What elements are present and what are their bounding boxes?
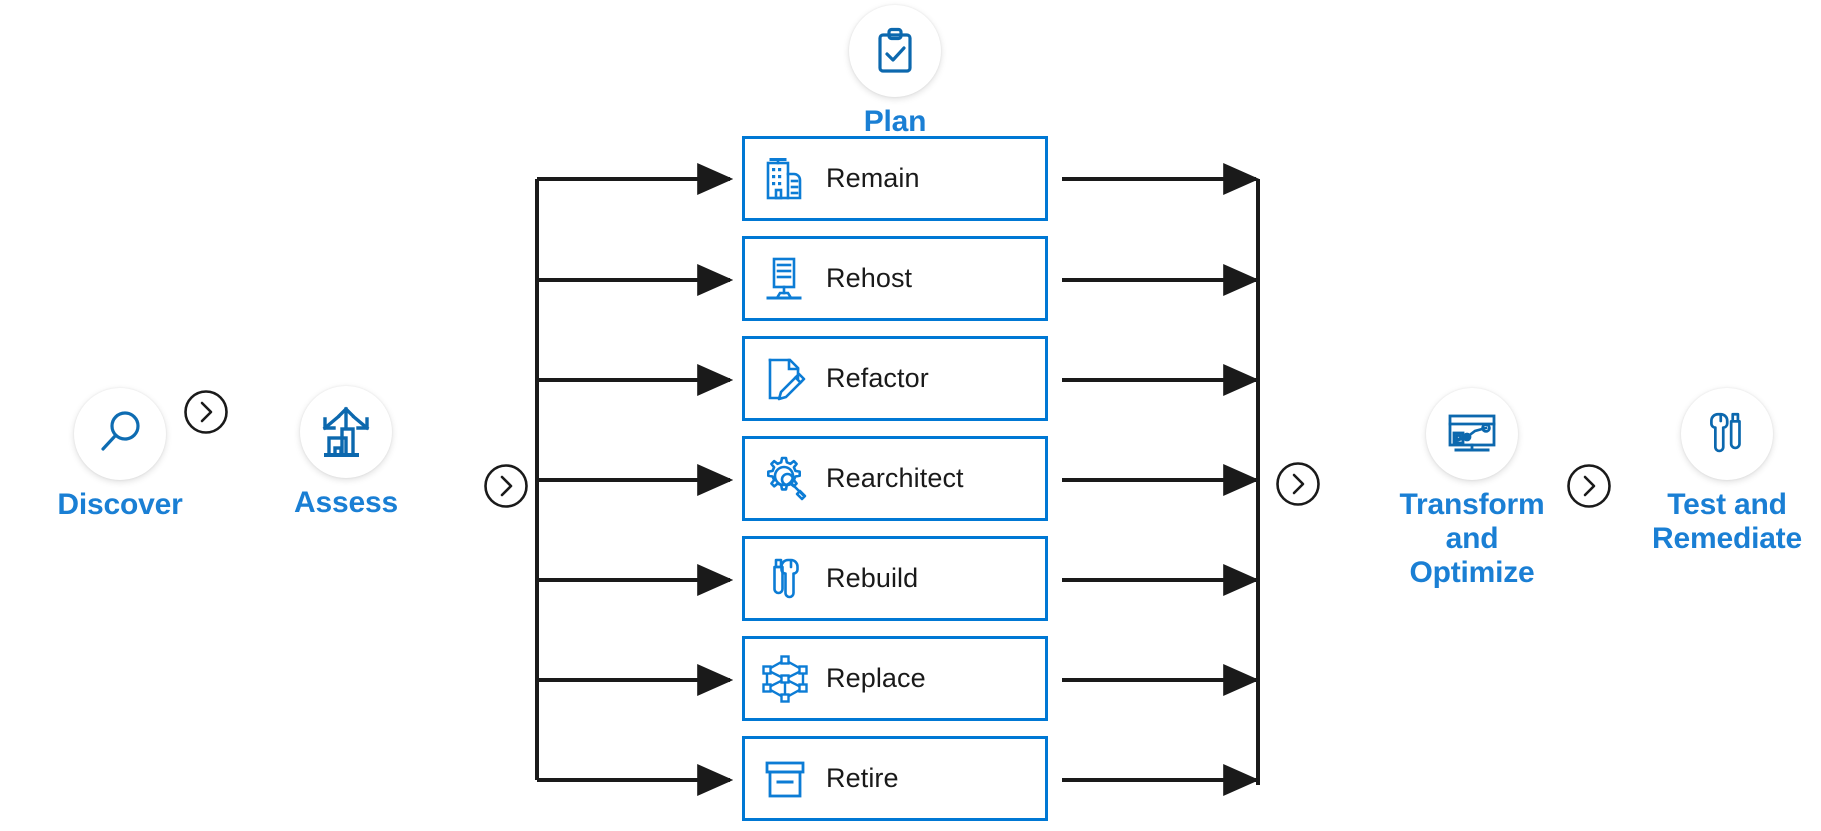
plan-option-refactor[interactable]: Refactor [742,336,1048,421]
phase-transform-label: Transform and Optimize [1399,488,1545,589]
document-pencil-icon [754,354,816,404]
phase-transform-and-optimize[interactable]: Transform and Optimize [1362,388,1582,590]
plan-option-label: Remain [826,163,920,193]
phase-plan-label: Plan [863,105,927,138]
magnifier-icon [92,406,148,462]
assess-buildings-arrows-icon [317,403,375,461]
chevron-plan-transform [1275,461,1321,507]
phase-assess-bubble [300,386,392,478]
chart-board-icon [1445,407,1499,461]
phase-test-and-remediate[interactable]: Test and Remediate [1638,388,1816,556]
phase-test-label: Test and Remediate [1652,488,1802,555]
plan-option-label: Replace [826,663,926,693]
archive-box-icon [754,754,816,804]
phase-assess-label: Assess [294,486,398,519]
screwdriver-wrench-icon [754,554,816,604]
plan-option-label: Rebuild [826,563,919,593]
phase-plan[interactable]: Plan [815,5,975,139]
phase-discover-bubble [74,388,166,480]
phase-plan-bubble [849,5,941,97]
wireframe-cube-icon [754,653,816,705]
plan-option-rebuild[interactable]: Rebuild [742,536,1048,621]
phase-discover[interactable]: Discover [40,388,200,522]
phase-assess[interactable]: Assess [266,386,426,520]
phase-discover-label: Discover [57,488,183,521]
phase-test-bubble [1681,388,1773,480]
office-building-icon [754,154,816,204]
plan-option-rehost[interactable]: Rehost [742,236,1048,321]
plan-option-remain[interactable]: Remain [742,136,1048,221]
chevron-discover-assess [183,389,229,435]
gear-magnifier-icon [754,454,816,504]
chevron-transform-test [1566,463,1612,509]
chevron-assess-plan [483,463,529,509]
server-icon [754,254,816,304]
plan-option-label: Rearchitect [826,463,964,493]
clipboard-check-icon [869,25,921,77]
tools-icon [1701,408,1753,460]
plan-option-label: Refactor [826,363,929,393]
plan-option-label: Retire [826,763,899,793]
plan-option-rearchitect[interactable]: Rearchitect [742,436,1048,521]
phase-transform-bubble [1426,388,1518,480]
plan-option-retire[interactable]: Retire [742,736,1048,821]
plan-option-label: Rehost [826,263,913,293]
plan-option-replace[interactable]: Replace [742,636,1048,721]
